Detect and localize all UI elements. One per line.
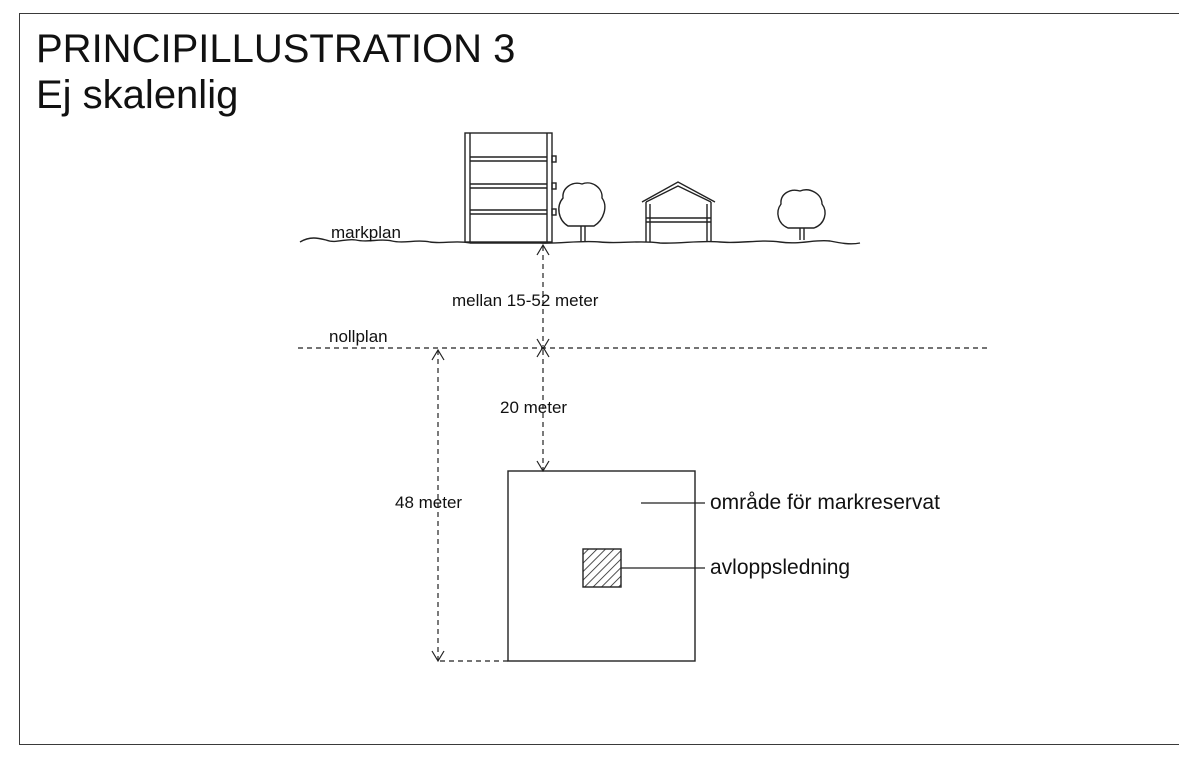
sewer-line-label: avloppsledning — [710, 556, 850, 579]
tree-icon — [777, 189, 826, 240]
tree-icon — [558, 182, 606, 242]
house — [641, 181, 716, 242]
depth-to-zero-dimension — [536, 243, 550, 358]
drawing-subtitle: Ej skalenlig — [36, 73, 239, 117]
sewer-line-square — [582, 548, 622, 588]
reserve-area-label: område för markreservat — [710, 491, 940, 514]
depth-to-area-label: 20 meter — [500, 398, 567, 417]
area-height-label: 48 meter — [395, 493, 462, 512]
zero-plane-label: nollplan — [329, 327, 388, 346]
area-height-dimension — [431, 348, 508, 663]
ground-label: markplan — [331, 223, 401, 242]
depth-to-zero-label: mellan 15-52 meter — [452, 291, 599, 310]
ground-line — [299, 237, 861, 245]
apartment-building — [464, 132, 557, 243]
drawing-frame — [19, 13, 1179, 745]
drawing-title: PRINCIPILLUSTRATION 3 — [36, 27, 516, 71]
reserve-area-box — [507, 470, 696, 662]
